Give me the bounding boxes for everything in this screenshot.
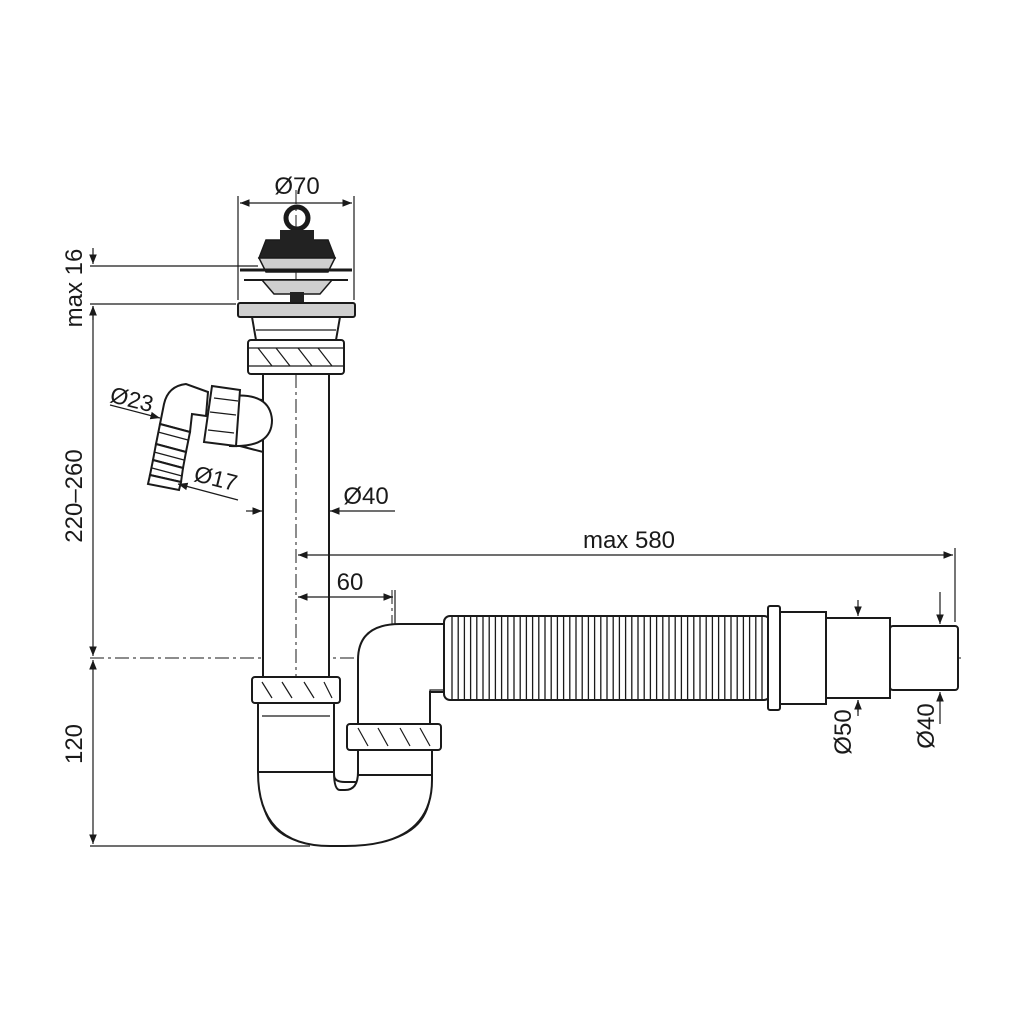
label-hose-inlet-diameter: Ø23 [108,381,156,417]
side-hose-inlet [146,382,274,492]
label-bottom-height: 120 [61,724,88,764]
label-hose-small-diameter: Ø17 [192,460,240,496]
outlet-adapters [767,605,959,711]
label-outlet-diameter-large: Ø50 [830,709,857,754]
label-height-range: 220–260 [61,449,88,542]
label-outlet-diameter-small: Ø40 [913,703,940,748]
label-top-diameter: Ø70 [274,173,319,200]
corrugated-hose [443,615,771,701]
dimension-labels: Ø70 max 16 220–260 120 Ø23 Ø17 Ø40 max 5… [61,173,940,764]
trap-u-bend [251,623,445,847]
hose-corrugations [451,617,763,699]
label-pipe-diameter: Ø40 [343,483,388,510]
label-max-16: max 16 [61,249,88,328]
vertical-pipe [262,373,330,678]
dimension-lines [89,196,956,847]
label-offset: 60 [337,569,364,596]
strainer-plug [237,204,356,375]
label-max-length: max 580 [583,527,675,554]
